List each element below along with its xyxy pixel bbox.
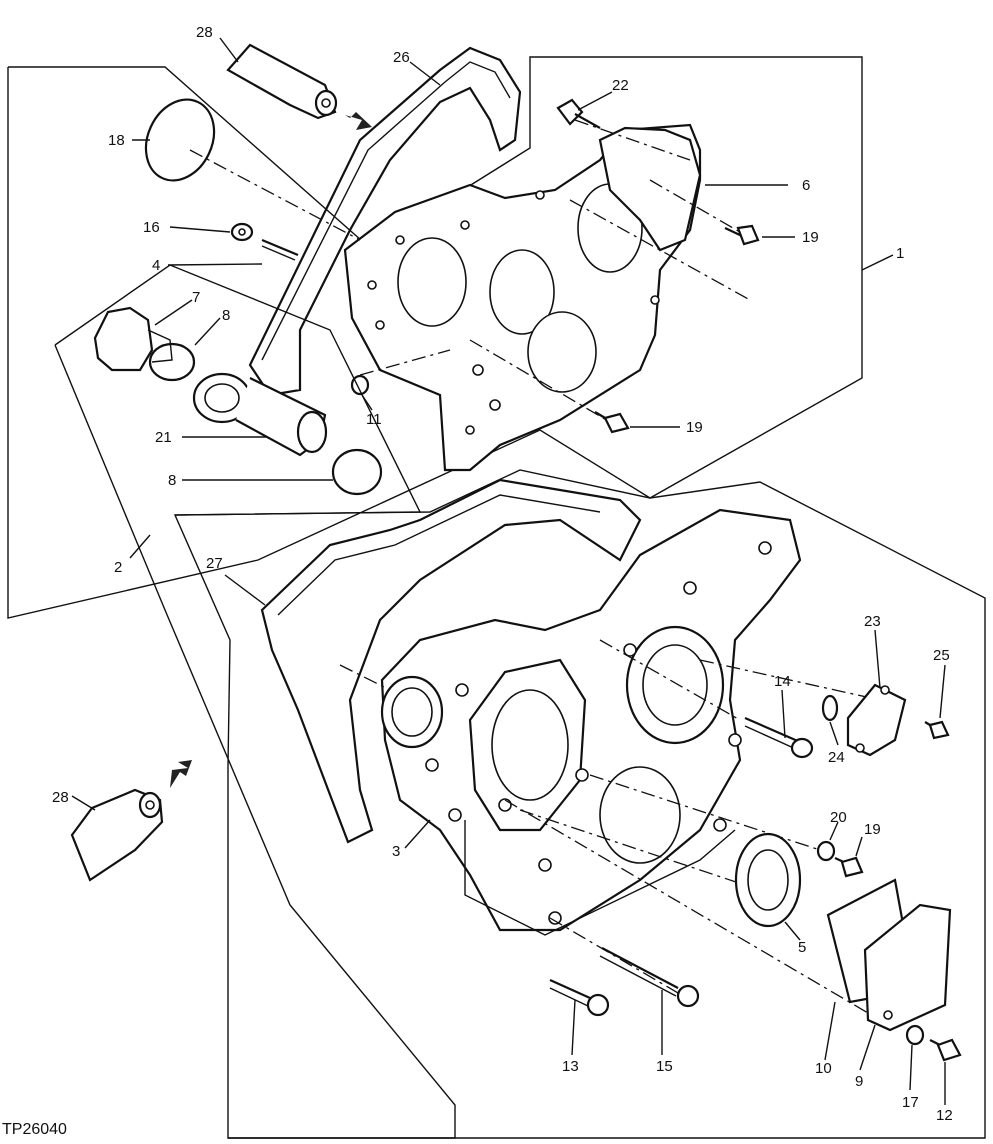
housing-seal-bore <box>625 625 725 745</box>
callout-13: 13 <box>562 1058 579 1075</box>
gasket-26 <box>248 46 522 397</box>
bolt-22 <box>556 98 601 129</box>
tube-21 <box>192 372 328 457</box>
callout-15: 15 <box>656 1058 673 1075</box>
gear-housing-3 <box>380 508 802 932</box>
figure-id-label: TP26040 <box>2 1121 67 1138</box>
callout-10: 10 <box>815 1060 832 1077</box>
callout-8-upper: 8 <box>222 307 230 324</box>
callout-16: 16 <box>143 219 160 236</box>
gasket-27 <box>260 478 642 844</box>
cover-9-hole <box>883 1010 893 1020</box>
group-1-boundary <box>7 56 863 619</box>
group-3-boundary <box>174 469 986 1139</box>
callout-21: 21 <box>155 429 172 446</box>
callout-2: 2 <box>114 559 122 576</box>
callout-22: 22 <box>612 77 629 94</box>
housing-mount-holes <box>425 541 772 925</box>
arrow-bottom <box>170 760 192 788</box>
plate-bolt-holes <box>367 140 660 435</box>
bolt-15 <box>599 947 700 1008</box>
o-ring-8-lower <box>331 448 383 496</box>
bolt-14 <box>744 716 814 759</box>
callout-23: 23 <box>864 613 881 630</box>
callout-18: 18 <box>108 132 125 149</box>
washer-17 <box>905 1024 925 1046</box>
cap-7 <box>93 306 173 372</box>
bolt-25 <box>924 720 950 740</box>
callout-7: 7 <box>192 289 200 306</box>
nut-16 <box>230 222 254 242</box>
callout-14: 14 <box>774 673 791 690</box>
callout-17: 17 <box>902 1094 919 1111</box>
bolt-19-lower <box>834 856 864 878</box>
callout-28-top: 28 <box>196 24 213 41</box>
housing-bore-lower <box>599 766 681 864</box>
sealant-tube-28-bottom <box>70 788 164 882</box>
bolt-12 <box>929 1038 962 1062</box>
cover-6 <box>598 126 702 252</box>
cover-23 <box>846 683 907 757</box>
callout-3: 3 <box>392 843 400 860</box>
callout-9: 9 <box>855 1073 863 1090</box>
group-2-boundary <box>54 264 456 1139</box>
gasket-26-inner <box>261 61 511 361</box>
cover-9 <box>863 903 952 1032</box>
o-ring-24 <box>821 694 839 722</box>
gasket-27-inner <box>277 494 601 616</box>
o-ring-11 <box>350 374 370 396</box>
callout-8-lower: 8 <box>168 472 176 489</box>
housing-bore-main <box>468 658 587 832</box>
housing-base-flange <box>464 820 736 936</box>
callout-25: 25 <box>933 647 950 664</box>
bolt-19-middle <box>594 411 630 434</box>
stud-4 <box>261 238 299 261</box>
o-ring-8-upper <box>148 342 196 382</box>
callout-labels: 28 26 22 18 6 16 19 4 1 7 8 11 19 21 8 2… <box>52 24 953 1124</box>
callout-28-bottom: 28 <box>52 789 69 806</box>
callout-24: 24 <box>828 749 845 766</box>
sealant-tube-28-top <box>226 43 338 120</box>
leader-lines <box>71 37 946 1105</box>
o-ring-18 <box>144 98 216 182</box>
plate-bore-left <box>397 237 467 327</box>
bolt-13 <box>549 978 610 1017</box>
plate-bore-lower <box>527 311 597 393</box>
callout-11: 11 <box>366 411 382 428</box>
callout-19-upper: 19 <box>802 229 819 246</box>
callout-20: 20 <box>830 809 847 826</box>
callout-19-middle: 19 <box>686 419 703 436</box>
bolt-19-upper <box>724 224 760 246</box>
callout-19-lower: 19 <box>864 821 881 838</box>
callout-4: 4 <box>152 257 160 274</box>
callout-6: 6 <box>802 177 810 194</box>
callout-27: 27 <box>206 555 223 572</box>
housing-boss-left <box>380 675 444 749</box>
arrow-top <box>345 112 372 130</box>
seal-5 <box>734 832 802 928</box>
callout-26: 26 <box>393 49 410 66</box>
callout-12: 12 <box>936 1107 953 1124</box>
washer-20 <box>816 840 836 862</box>
callout-1: 1 <box>896 245 904 262</box>
plate-bore-center <box>489 249 555 335</box>
callout-5: 5 <box>798 939 806 956</box>
